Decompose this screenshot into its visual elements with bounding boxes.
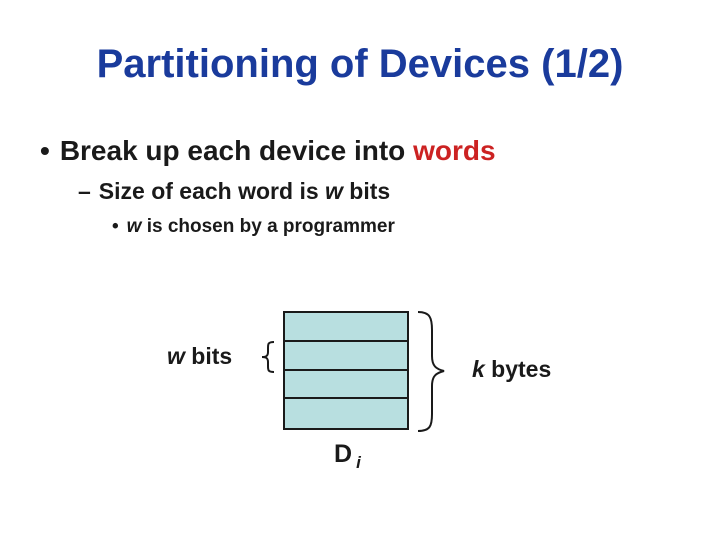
bullet-text: Size of each word is [98,178,326,204]
bullet-mark: • [112,216,119,237]
bullet-break-up-device: • Break up each device into words [40,135,496,167]
left-brace-word [261,341,275,373]
device-word-row [285,313,407,342]
device-word-row [285,399,407,428]
word-width-text: bits [184,343,233,369]
device-word-row [285,342,407,371]
device-size-label: k bytes [472,356,551,383]
device-size-text: bytes [484,356,552,382]
var-w: w [126,216,142,237]
bullet-mark: • [40,135,50,166]
bullet-text-after: is chosen by a programmer [141,216,395,237]
device-label: Di [334,440,361,473]
var-w: w [325,178,343,204]
word-width-label: w bits [167,343,232,370]
right-brace-device [417,311,445,432]
bullet-word-size: –Size of each word is w bits [78,178,390,205]
bullet-text: Break up each device into [59,135,414,166]
device-letter: D [334,440,357,468]
var-w: w [167,343,185,369]
var-k: k [472,356,485,382]
highlight-words: words [413,135,496,166]
device-block [283,311,409,430]
device-word-row [285,371,407,400]
device-subscript: i [356,453,361,472]
bullet-w-chosen: • w is chosen by a programmer [112,216,395,238]
slide-title: Partitioning of Devices (1/2) [96,42,624,86]
dash-mark: – [78,178,91,204]
bullet-text-after: bits [342,178,391,204]
